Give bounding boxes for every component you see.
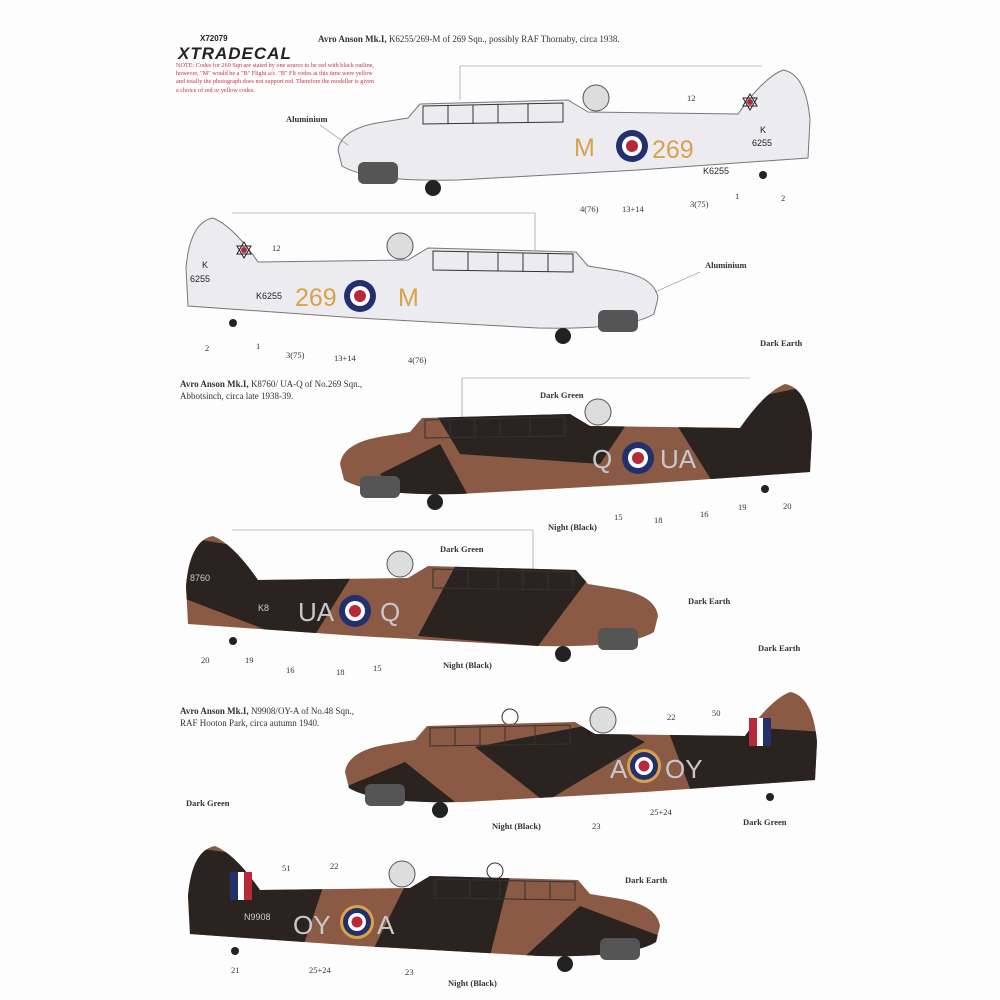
aircraft-type: Avro Anson Mk.I, <box>180 706 249 716</box>
profile-1-k6255-left: K 6255 M 269 K6255 Aluminium 12 4(76) 13… <box>286 65 811 214</box>
profile-5-n9908-left: A OY Dark Earth Night (Black) Dark Green… <box>345 643 817 831</box>
callout: 2 <box>781 193 785 203</box>
callout: 16 <box>700 509 709 519</box>
squadron-code-ua: UA <box>660 444 697 474</box>
code-letter-q: Q <box>592 444 612 474</box>
fin-code: K <box>202 260 208 270</box>
callout: 1 <box>735 191 739 201</box>
brand-name: XTRADECAL <box>178 44 292 63</box>
colour-label: Dark Green <box>186 798 230 808</box>
callout: 20 <box>783 501 792 511</box>
callout: 20 <box>201 655 210 665</box>
scheme-description: K8760/ UA-Q of No.269 Sqn., <box>250 379 363 389</box>
callout: 12 <box>687 93 696 103</box>
fin-serial: 6255 <box>752 138 772 148</box>
scheme-2-title: Avro Anson Mk.I, K8760/ UA-Q of No.269 S… <box>180 378 362 402</box>
fuselage-roundel <box>622 442 654 474</box>
scheme-3-title: Avro Anson Mk.I, N9908/OY-A of No.48 Sqn… <box>180 705 354 729</box>
squadron-code-269: 269 <box>295 284 337 312</box>
serial: K6255 <box>703 166 729 176</box>
callout: 12 <box>272 243 281 253</box>
scheme-location: RAF Hooton Park, circa autumn 1940. <box>180 718 320 728</box>
codes-note: NOTE: Codes for 269 Sqn are stated by on… <box>176 62 375 94</box>
colour-label: Dark Green <box>743 817 787 827</box>
colour-label: Dark Green <box>540 390 584 400</box>
xtradecal-logo: X72079 XTRADECAL <box>178 28 292 64</box>
scheme-1-title: Avro Anson Mk.I, K6255/269-M of 269 Sqn.… <box>318 33 620 45</box>
serial: K8 <box>258 603 269 613</box>
colour-label: Aluminium <box>286 114 328 124</box>
aircraft-type: Avro Anson Mk.I, <box>318 34 387 44</box>
profile-2-k6255-right: K 6255 K6255 269 M Aluminium 12 2 1 3(75… <box>185 212 747 365</box>
aircraft-type: Avro Anson Mk.I, <box>180 379 249 389</box>
scheme-description: N9908/OY-A of No.48 Sqn., <box>250 706 354 716</box>
fin-flash <box>230 872 252 900</box>
colour-label: Dark Earth <box>758 643 801 653</box>
code-letter-q: Q <box>380 597 400 627</box>
product-code: X72079 <box>200 34 228 43</box>
callout: 50 <box>712 708 721 718</box>
fuselage-roundel <box>627 749 661 783</box>
scheme-description: K6255/269-M of 269 Sqn., possibly RAF Th… <box>388 34 620 44</box>
colour-label: Aluminium <box>705 260 747 270</box>
squadron-code-oy: OY <box>293 910 331 940</box>
callout: 16 <box>286 665 295 675</box>
code-letter-a: A <box>610 754 628 784</box>
callout: 4(76) <box>408 355 427 365</box>
colour-label: Night (Black) <box>448 978 497 988</box>
callout: 19 <box>738 502 747 512</box>
colour-label: Dark Earth <box>688 596 731 606</box>
callout: 4(76) <box>580 204 599 214</box>
fin-serial: 8760 <box>190 573 210 583</box>
colour-label: Dark Green <box>440 544 484 554</box>
serial: N9908 <box>244 912 271 922</box>
callout: 19 <box>245 655 254 665</box>
colour-label: Dark Earth <box>625 875 668 885</box>
callout: 18 <box>336 667 345 677</box>
callout: 22 <box>330 861 339 871</box>
callout: 25+24 <box>309 965 332 975</box>
fuselage-roundel <box>340 905 374 939</box>
scheme-location: Abbotsinch, circa late 1938-39. <box>180 391 294 401</box>
callout: 25+24 <box>650 807 673 817</box>
callout: 22 <box>667 712 676 722</box>
callout: 3(75) <box>286 350 305 360</box>
code-letter-m: M <box>574 134 595 162</box>
colour-label: Dark Earth <box>760 338 803 348</box>
callout: 2 <box>205 343 209 353</box>
callout: 21 <box>231 965 240 975</box>
squadron-code-269: 269 <box>652 136 694 164</box>
callout: 15 <box>614 512 623 522</box>
profile-3-k8760-left: Q UA Dark Earth Dark Green Night (Black)… <box>340 338 812 532</box>
fuselage-roundel <box>616 130 648 162</box>
fuselage-roundel <box>339 595 371 627</box>
callout: 1 <box>256 341 260 351</box>
fin-code: K <box>760 125 766 135</box>
colour-label: Night (Black) <box>548 522 597 532</box>
callout: 18 <box>654 515 663 525</box>
profile-4-k8760-right: 8760 K8 UA Q Dark Green Dark Earth Night… <box>186 529 731 677</box>
code-letter-m: M <box>398 284 419 312</box>
fuselage-roundel <box>344 280 376 312</box>
colour-label: Night (Black) <box>443 660 492 670</box>
squadron-code-oy: OY <box>665 754 703 784</box>
callout: 13+14 <box>334 353 357 363</box>
callout: 3(75) <box>690 199 709 209</box>
colour-label: Night (Black) <box>492 821 541 831</box>
serial: K6255 <box>256 291 282 301</box>
callout: 23 <box>592 821 601 831</box>
fin-flash <box>749 718 771 746</box>
callout: 15 <box>373 663 382 673</box>
callout: 51 <box>282 863 291 873</box>
callout: 13+14 <box>622 204 645 214</box>
code-letter-a: A <box>377 910 395 940</box>
callout: 23 <box>405 967 414 977</box>
squadron-code-ua: UA <box>298 597 335 627</box>
fin-serial: 6255 <box>190 274 210 284</box>
